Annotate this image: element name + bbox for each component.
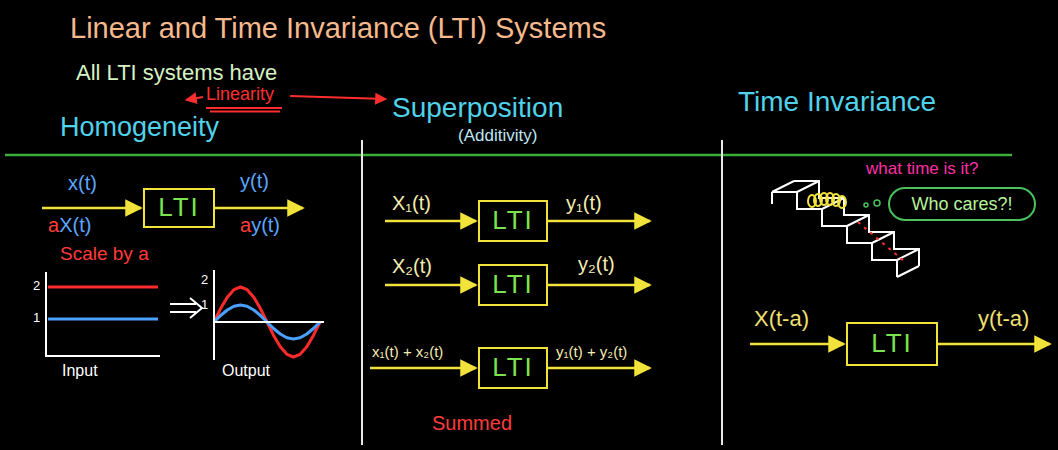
signal-label: X(t-a) <box>754 306 809 331</box>
staircase <box>772 181 919 277</box>
note: Scale by a <box>60 243 149 265</box>
slinky <box>808 193 846 208</box>
plot-axes <box>46 272 160 356</box>
signal-label: y(t) <box>240 170 269 193</box>
signal-label: X₂(t) <box>392 255 432 278</box>
signal-label: X₁(t) <box>392 192 431 215</box>
signal-label: y(t-a) <box>978 306 1029 331</box>
plot-line <box>48 286 158 289</box>
underline <box>206 108 282 112</box>
axis-caption: Input <box>62 362 98 380</box>
axis-caption: Output <box>222 362 270 380</box>
implies-arrow <box>170 298 202 318</box>
thought-dot <box>874 200 880 206</box>
system-block: LTI <box>478 347 548 389</box>
block-label: LTI <box>492 270 534 300</box>
system-block: LTI <box>478 200 548 242</box>
axis-tick: 2 <box>201 273 208 288</box>
signal-label: x(t) <box>68 172 97 195</box>
signal-arrow <box>42 207 141 210</box>
signal-arrow <box>548 220 650 223</box>
property-heading: Superposition <box>392 92 563 124</box>
system-block: LTI <box>846 322 938 366</box>
signal-label: ay(t) <box>240 214 280 237</box>
plot-line <box>48 318 158 321</box>
separator-line <box>5 154 1012 157</box>
note: what time is it? <box>866 159 978 179</box>
plot-axes <box>214 270 324 360</box>
speech-cloud: Who cares?! <box>888 187 1036 221</box>
property-heading: Linearity <box>206 84 274 105</box>
signal-arrow <box>215 207 303 210</box>
axis-tick: 1 <box>33 311 40 326</box>
signal-label: x₁(t) + x₂(t) <box>372 343 443 360</box>
property-heading: Time Invariance <box>738 86 936 118</box>
signal-arrow <box>385 220 476 223</box>
thought-dot <box>864 203 868 207</box>
property-heading: Homogeneity <box>60 112 219 143</box>
system-block: LTI <box>478 264 548 306</box>
axis-tick: 1 <box>201 298 208 313</box>
system-block: LTI <box>143 188 215 228</box>
separator-line <box>361 140 363 445</box>
axis-tick: 2 <box>33 279 40 294</box>
signal-arrow <box>385 284 476 287</box>
property-subheading: (Additivity) <box>458 126 537 146</box>
motion-trail <box>858 222 905 262</box>
block-label: LTI <box>492 206 534 236</box>
signal-arrow <box>548 367 650 370</box>
signal-arrow <box>938 343 1050 346</box>
signal-arrow <box>750 343 844 346</box>
note: Summed <box>432 412 512 435</box>
pointer-arrow <box>290 96 386 99</box>
separator-line <box>721 140 723 445</box>
bubble-text: Who cares?! <box>911 194 1012 215</box>
block-label: LTI <box>871 329 913 359</box>
block-label: LTI <box>158 193 200 223</box>
title: Linear and Time Invariance (LTI) Systems <box>70 12 606 45</box>
block-label: LTI <box>492 353 534 383</box>
signal-arrow <box>370 367 476 370</box>
signal-label: y₁(t) <box>566 192 602 215</box>
pointer-arrow <box>186 97 203 100</box>
subheading: All LTI systems have <box>76 60 277 85</box>
signal-arrow <box>548 284 650 287</box>
signal-label: y₁(t) + y₂(t) <box>556 343 627 360</box>
signal-label: y₂(t) <box>578 253 615 276</box>
signal-label: aX(t) <box>48 214 91 237</box>
